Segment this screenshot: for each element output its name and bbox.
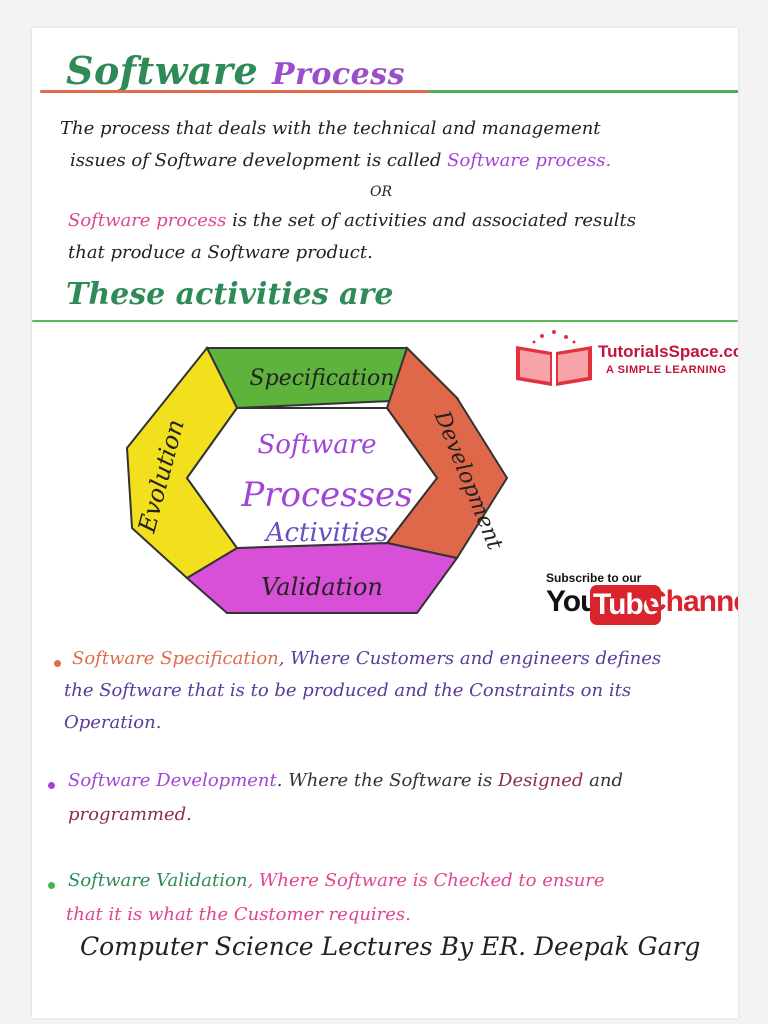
- section-divider: [32, 320, 738, 322]
- item-specification-line-1: Software Specification, Where Customers …: [72, 648, 661, 671]
- definition-line-2-text: issues of Software development is called: [70, 150, 442, 171]
- item-development-line-1: Software Development. Where the Software…: [68, 770, 623, 793]
- item-validation-text: , Where Software is Checked to ensure: [247, 870, 605, 891]
- definition-or: OR: [370, 184, 393, 200]
- item-development-text-2: and: [589, 770, 623, 791]
- item-validation-line-1: Software Validation, Where Software is C…: [68, 870, 605, 893]
- bullet-dot: [48, 782, 55, 789]
- definition-line-1: The process that deals with the technica…: [60, 118, 601, 139]
- youtube-channel-badge[interactable]: Subscribe to our You Tube Channel: [546, 571, 738, 629]
- logo-name: TutorialsSpace.com: [598, 342, 738, 361]
- youtube-channel: Channel: [645, 585, 738, 618]
- bullet-dot: [48, 882, 55, 889]
- bullet-dot: [54, 660, 61, 667]
- item-specification-term: Software Specification: [72, 648, 279, 669]
- item-specification-text: , Where Customers and engineers defines: [278, 648, 662, 669]
- diagram-center: [185, 407, 439, 550]
- title-word-software: Software: [66, 48, 259, 93]
- label-specification: Specification: [250, 366, 395, 391]
- item-specification-line-2: the Software that is to be produced and …: [64, 680, 632, 701]
- title-word-process: Process: [271, 57, 405, 92]
- title-underline: [40, 90, 738, 93]
- youtube-you: You: [546, 585, 598, 618]
- notebook-page: Software Process The process that deals …: [32, 28, 738, 1018]
- item-development-highlight: Designed: [498, 770, 584, 791]
- item-development-term: Software Development: [68, 770, 277, 791]
- item-validation-line-2: that it is what the Customer requires.: [66, 904, 411, 925]
- center-label-processes: Processes: [240, 475, 412, 515]
- label-validation: Validation: [261, 573, 383, 601]
- page-title: Software Process: [66, 48, 405, 93]
- item-development-text: . Where the Software is: [276, 770, 493, 791]
- definition-term-software-process-2: Software process: [68, 210, 227, 231]
- item-development-line-2: programmed.: [68, 804, 192, 825]
- definition-line-4: that produce a Software product.: [68, 242, 373, 263]
- item-validation-term: Software Validation: [68, 870, 248, 891]
- open-book-icon: [516, 330, 592, 386]
- item-specification-line-3: Operation.: [64, 712, 162, 733]
- youtube-subscribe-text: Subscribe to our: [546, 571, 642, 585]
- activities-heading: These activities are: [66, 277, 394, 312]
- center-label-activities: Activities: [264, 518, 389, 548]
- logo-tagline: A SIMPLE LEARNING: [606, 364, 727, 376]
- definition-line-3: Software process is the set of activitie…: [68, 210, 636, 233]
- youtube-tube: Tube: [590, 585, 662, 625]
- process-activities-diagram: Specification Development Validation Evo…: [125, 346, 509, 614]
- definition-line-2: issues of Software development is called…: [70, 150, 611, 173]
- tutorialsspace-logo: TutorialsSpace.com A SIMPLE LEARNING: [512, 328, 738, 388]
- definition-term-software-process: Software process.: [447, 150, 612, 171]
- definition-line-3-text: is the set of activities and associated …: [232, 210, 637, 231]
- center-label-software: Software: [257, 430, 376, 460]
- footer-credit: Computer Science Lectures By ER. Deepak …: [80, 932, 701, 961]
